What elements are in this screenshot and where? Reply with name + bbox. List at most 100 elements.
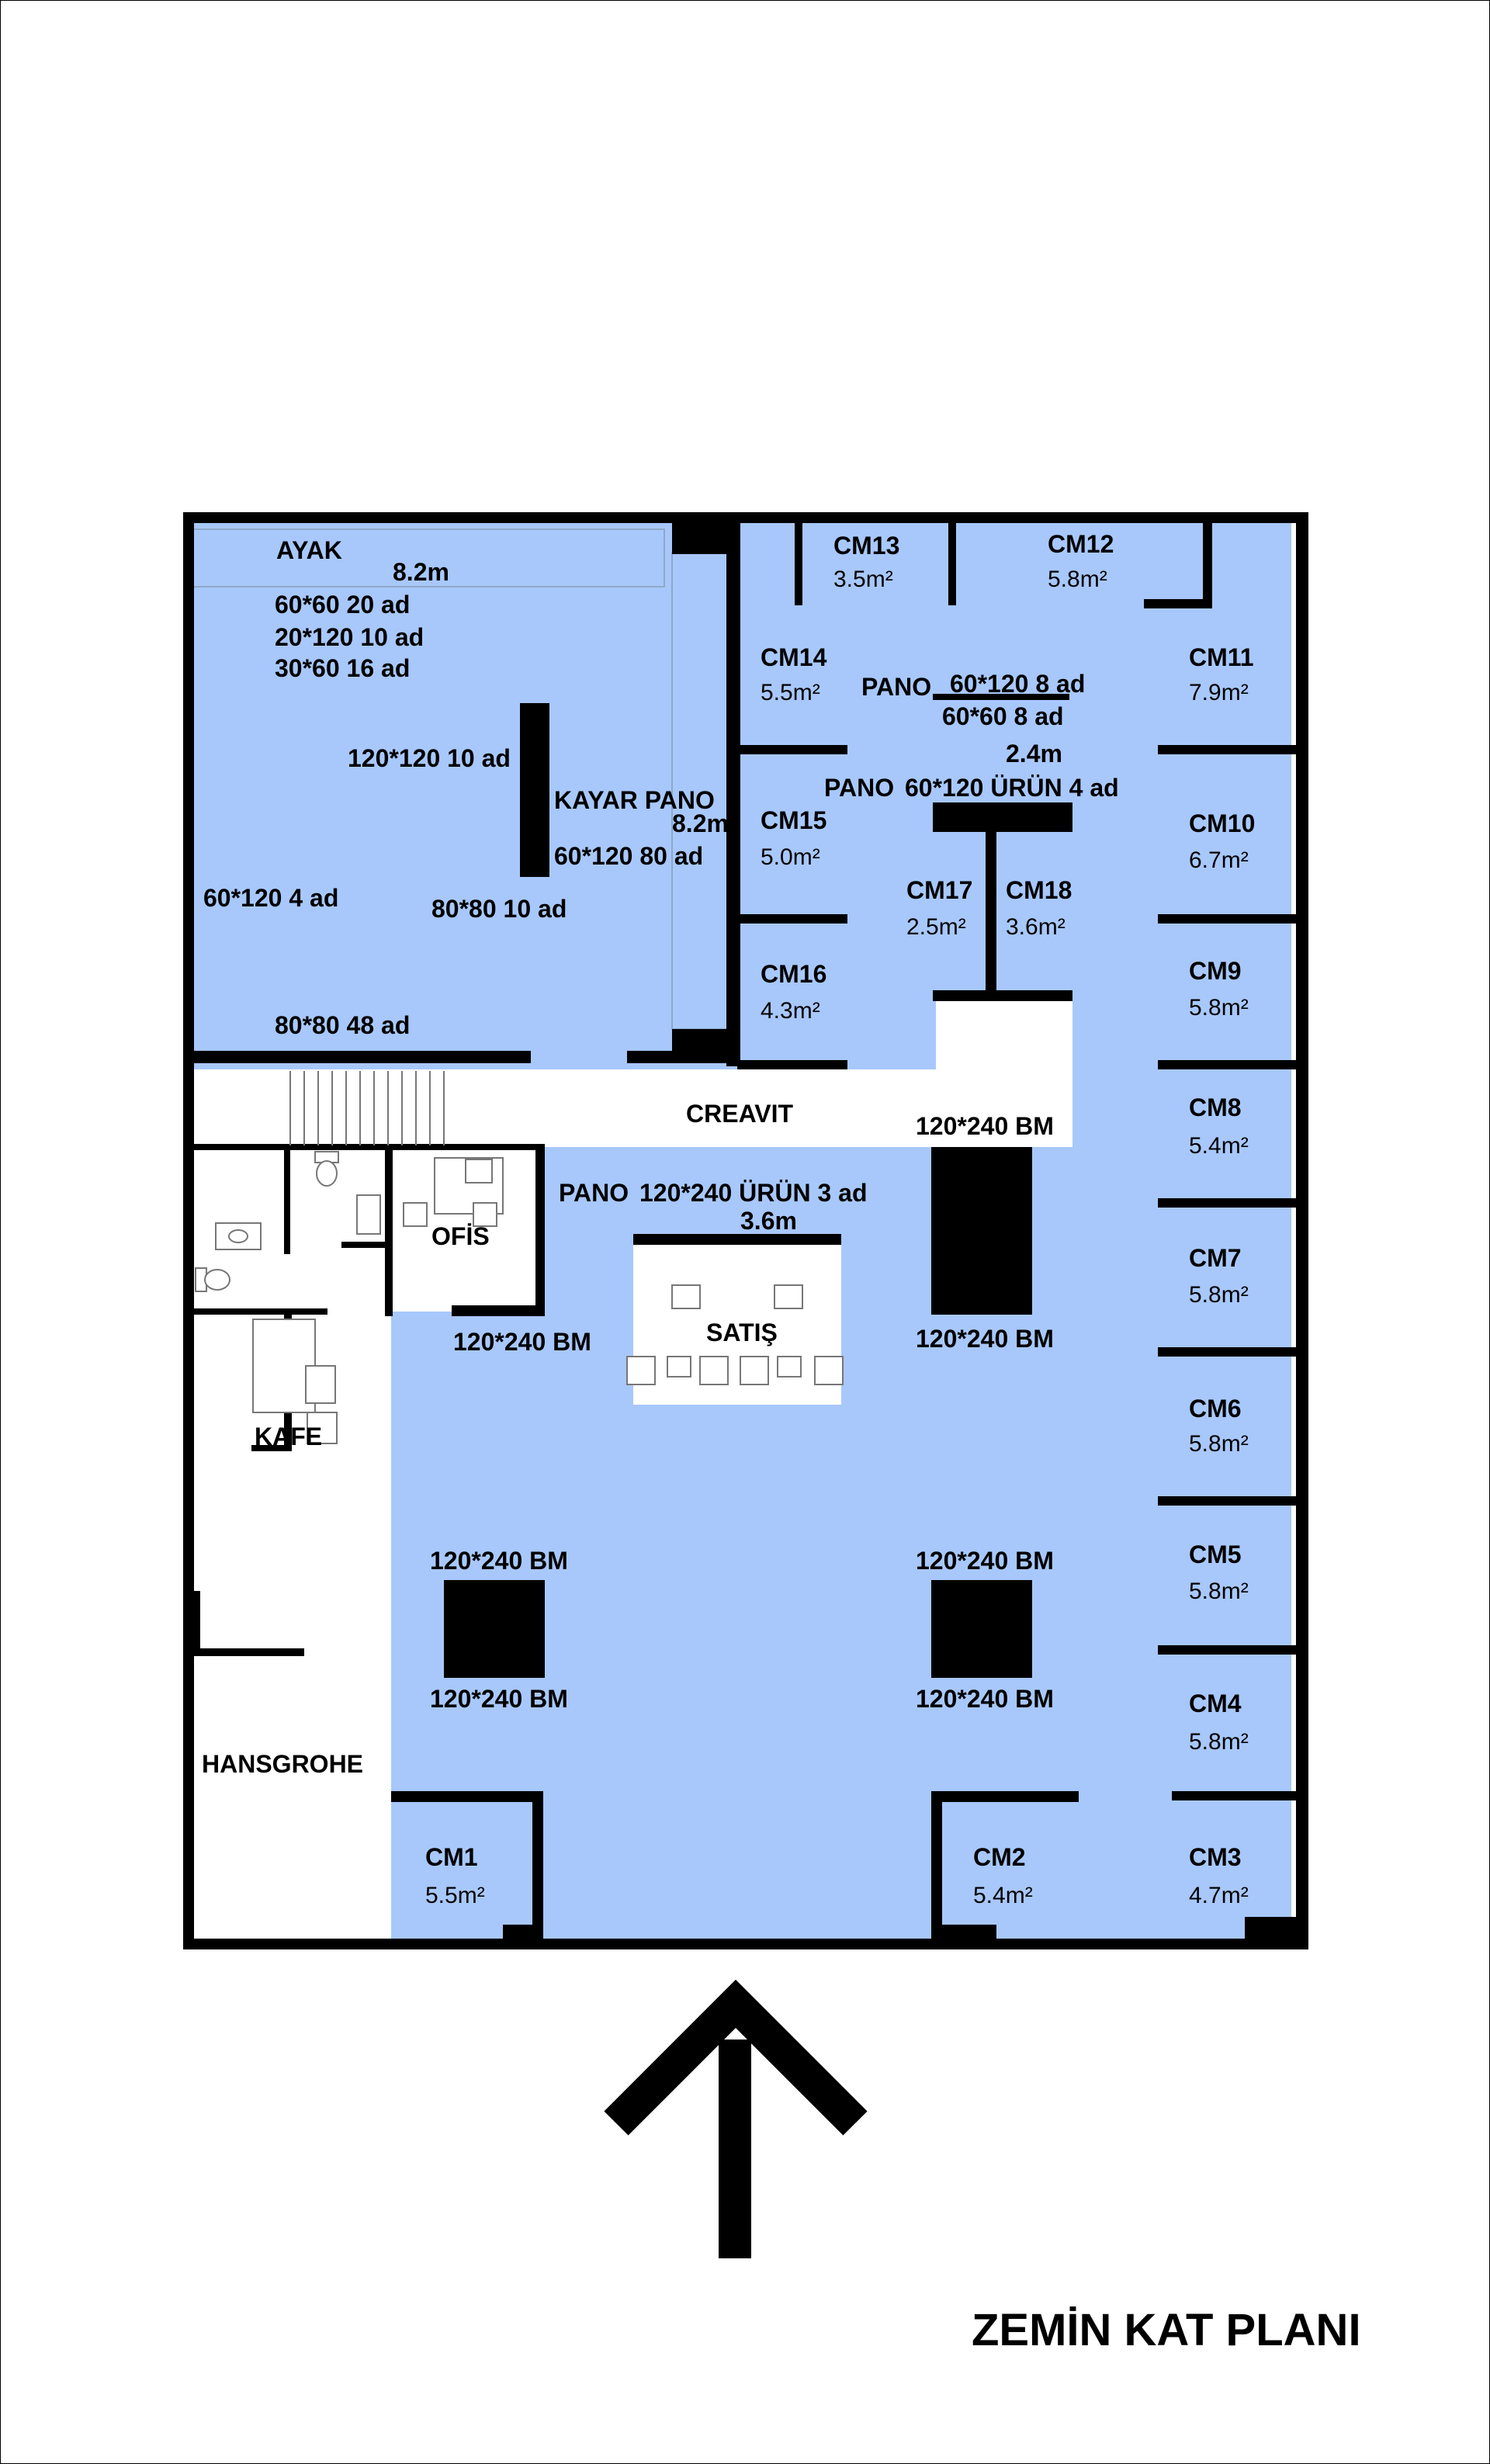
cm10-area: 6.7m² bbox=[1189, 847, 1249, 873]
cm2-corner-block bbox=[939, 1925, 996, 1940]
cm8-wall bbox=[1158, 1198, 1299, 1208]
bm-left-bottom: 120*240 BM bbox=[430, 1685, 568, 1713]
cm13-wall-left bbox=[795, 523, 802, 605]
pano-line bbox=[933, 694, 1069, 700]
cm2-wall-top bbox=[931, 1791, 1079, 1802]
cm18-area: 3.6m² bbox=[1006, 914, 1066, 940]
cm8-area: 5.4m² bbox=[1189, 1133, 1249, 1159]
labels: AYAK 8.2m 60*60 20 ad 20*120 10 ad 30*60… bbox=[202, 530, 1255, 1908]
pano-length-24: 2.4m bbox=[1006, 740, 1062, 768]
cm14-name: CM14 bbox=[761, 643, 827, 671]
walls bbox=[183, 512, 1308, 1949]
left-notch bbox=[192, 1591, 200, 1653]
cm6-name: CM6 bbox=[1189, 1395, 1242, 1423]
display-panel-ayak bbox=[520, 703, 549, 877]
north-arrow-icon bbox=[604, 1979, 868, 2258]
ofis-left-wall bbox=[385, 1144, 393, 1316]
pano-urun-4: 60*120 ÜRÜN 4 ad bbox=[905, 774, 1119, 802]
cm13-area: 3.5m² bbox=[833, 567, 893, 592]
tile-80x80-bottom: 80*80 48 ad bbox=[275, 1011, 410, 1039]
cm12-area: 5.8m² bbox=[1048, 567, 1107, 592]
outer-wall-top bbox=[183, 512, 1308, 523]
cm5-name: CM5 bbox=[1189, 1540, 1242, 1568]
pano-block bbox=[933, 802, 1072, 832]
tile-120x120: 120*120 10 ad bbox=[348, 744, 511, 772]
cm18-name: CM18 bbox=[1006, 876, 1072, 904]
toilet-icon bbox=[314, 1151, 339, 1187]
pano-length-36: 3.6m bbox=[740, 1207, 797, 1235]
sink-icon bbox=[356, 1194, 381, 1235]
wet-top-wall bbox=[189, 1144, 545, 1150]
cm1-corner-block bbox=[503, 1925, 534, 1940]
pano-label-bottom: PANO bbox=[559, 1179, 629, 1207]
kayar-pano-length: 8.2m bbox=[672, 809, 729, 837]
bm-ofis: 120*240 BM bbox=[453, 1328, 591, 1356]
cm11-area: 7.9m² bbox=[1189, 680, 1249, 705]
bm-left-top: 120*240 BM bbox=[430, 1547, 568, 1575]
kayar-pano-qty: 60*120 80 ad bbox=[554, 842, 703, 870]
cm4-wall bbox=[1172, 1791, 1299, 1800]
tile-20x120: 20*120 10 ad bbox=[275, 623, 424, 651]
satis-label: SATIŞ bbox=[706, 1319, 778, 1346]
cm2-wall-left bbox=[931, 1791, 942, 1946]
cm9-area: 5.8m² bbox=[1189, 995, 1249, 1021]
cm4-name: CM4 bbox=[1189, 1689, 1242, 1717]
cm16-area: 4.3m² bbox=[761, 998, 820, 1024]
cm13-wall-right bbox=[948, 523, 956, 605]
cm6-wall bbox=[1158, 1496, 1299, 1506]
cm2-area: 5.4m² bbox=[973, 1883, 1033, 1908]
kayar-pano-label: KAYAR PANO bbox=[554, 786, 715, 814]
tile-30x60: 30*60 16 ad bbox=[275, 654, 410, 682]
outer-wall-left bbox=[183, 512, 194, 1949]
cm5-wall bbox=[1158, 1645, 1299, 1655]
ayak-strip bbox=[192, 528, 665, 587]
satis-top-bar bbox=[633, 1234, 841, 1245]
bm-mid-right: 120*240 BM bbox=[916, 1325, 1054, 1353]
display-block-left bbox=[444, 1580, 545, 1678]
cm17-cm18-bottom bbox=[933, 990, 1072, 1001]
kafe-wall-h bbox=[251, 1445, 292, 1451]
cm17-name: CM17 bbox=[906, 876, 972, 904]
cm7-name: CM7 bbox=[1189, 1244, 1242, 1272]
cm10-name: CM10 bbox=[1189, 809, 1255, 837]
tile-60x120-left: 60*120 4 ad bbox=[203, 884, 338, 912]
sink-icon bbox=[215, 1222, 262, 1250]
central-divider bbox=[726, 523, 740, 1066]
wc-wall-v1 bbox=[284, 1150, 290, 1254]
cm15-wall bbox=[737, 914, 847, 924]
pano-urun-3: 120*240 ÜRÜN 3 ad bbox=[639, 1179, 867, 1207]
cm16-wall bbox=[737, 1060, 847, 1069]
cm9-name: CM9 bbox=[1189, 957, 1242, 985]
cm1-name: CM1 bbox=[425, 1843, 478, 1871]
cm17-cm18-divider bbox=[986, 832, 996, 995]
cm15-area: 5.0m² bbox=[761, 844, 820, 870]
cm12-wall-right bbox=[1203, 523, 1212, 607]
ofis-bottom-wall bbox=[452, 1305, 545, 1316]
ofis-desk bbox=[403, 1157, 504, 1227]
tile-60x60: 60*60 20 ad bbox=[275, 591, 410, 619]
cm14-wall bbox=[737, 745, 847, 754]
wc-wall-h1 bbox=[341, 1242, 388, 1248]
kafe-label: KAFE bbox=[255, 1423, 322, 1450]
cm17-area: 2.5m² bbox=[906, 914, 966, 940]
cm12-wall-bottom bbox=[1144, 599, 1212, 608]
cm14-area: 5.5m² bbox=[761, 680, 820, 705]
cm6-area: 5.8m² bbox=[1189, 1431, 1249, 1457]
tile-80x80-mid: 80*80 10 ad bbox=[431, 895, 567, 923]
ofis-label: OFİS bbox=[431, 1222, 490, 1250]
pano-label-mid: PANO bbox=[824, 774, 894, 802]
cm7-area: 5.8m² bbox=[1189, 1282, 1249, 1308]
cm9-wall bbox=[1158, 1060, 1299, 1069]
cm1-area: 5.5m² bbox=[425, 1883, 485, 1908]
cm3-area: 4.7m² bbox=[1189, 1883, 1249, 1908]
cm16-name: CM16 bbox=[761, 960, 826, 988]
bm-right-bottom: 120*240 BM bbox=[916, 1685, 1054, 1713]
cm1-wall-top bbox=[391, 1791, 543, 1802]
pano-60x120: 60*120 8 ad bbox=[950, 670, 1085, 698]
hansgrohe-wall bbox=[194, 1648, 304, 1656]
bm-right-top: 120*240 BM bbox=[916, 1547, 1054, 1575]
cm8-name: CM8 bbox=[1189, 1093, 1242, 1121]
ayak-label: AYAK bbox=[276, 536, 342, 564]
pano-label-top: PANO bbox=[861, 673, 931, 701]
wc-wall-h2 bbox=[194, 1308, 327, 1315]
